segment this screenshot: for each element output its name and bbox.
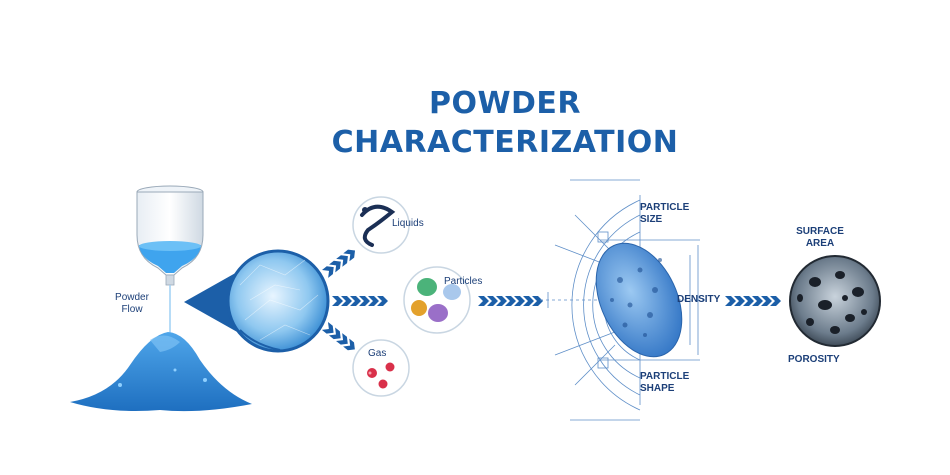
particles-bubble [403,266,471,334]
particles-label: Particles [444,276,483,287]
surface-area-label: SURFACE AREA [790,226,850,250]
porosity-label: POROSITY [788,354,840,365]
funnel-icon [136,185,204,335]
title-line-1: POWDER [428,86,582,121]
arrows-to-surface [725,296,781,306]
porous-surface-icon [789,255,881,347]
particle-shape-label: PARTICLE SHAPE [640,371,689,395]
density-label: DENSITY [677,294,721,305]
surface-area-line-1: SURFACE [796,226,844,237]
magnified-powder-icon [226,249,330,353]
particle-shape-line-1: PARTICLE [640,371,690,382]
particle-size-line-1: PARTICLE [640,202,690,213]
particle-oval-icon [595,242,683,358]
liquids-bubble [352,196,410,254]
gas-bubble [352,339,410,397]
title-line-2: CHARACTERIZATION [331,125,679,160]
gas-label: Gas [368,348,387,359]
particle-shape-line-2: SHAPE [640,383,675,394]
powder-flow-line-2: Flow [121,304,143,315]
powder-flow-label: Powder Flow [107,292,157,316]
powder-flow-line-1: Powder [115,292,149,303]
powder-pile-icon [70,332,252,412]
particle-size-label: PARTICLE SIZE [640,202,689,226]
particle-size-line-2: SIZE [640,214,663,225]
liquids-label: Liquids [392,218,424,229]
surface-area-line-2: AREA [805,238,835,249]
arrows-to-blueprint [478,296,543,306]
arrows-to-phases [321,249,388,351]
